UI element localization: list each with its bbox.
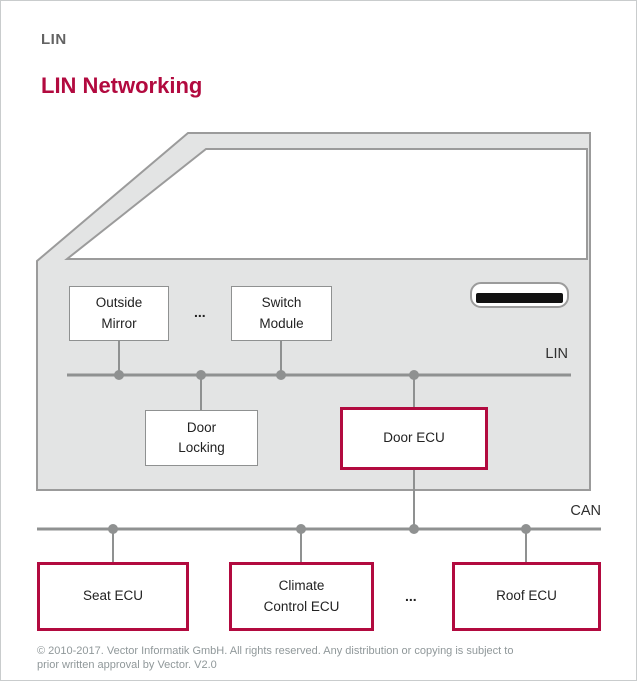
node-switch-module-label: Switch Module	[259, 295, 304, 331]
node-outside-mirror-label: Outside Mirror	[95, 295, 143, 331]
door-handle-bar	[476, 293, 563, 303]
can-bus-label: CAN	[570, 503, 601, 519]
node-seat-ecu: Seat ECU	[37, 562, 189, 631]
lin-junction-dot	[276, 370, 286, 380]
node-door-locking-label: Door Locking	[178, 419, 225, 455]
can-junction-dot	[409, 524, 419, 534]
copyright-line-1: © 2010-2017. Vector Informatik GmbH. All…	[37, 645, 514, 657]
door-window	[64, 148, 588, 260]
lin-bus-label: LIN	[545, 346, 568, 362]
eyebrow-label: LIN	[41, 31, 67, 48]
lin-junction-dot	[409, 370, 419, 380]
lin-ellipsis: ...	[194, 304, 206, 320]
copyright-line-2: prior written approval by Vector. V2.0	[37, 659, 217, 671]
can-junction-dot	[108, 524, 118, 534]
node-door-ecu: Door ECU	[340, 407, 488, 470]
node-switch-module: Switch Module	[231, 286, 332, 341]
node-roof-ecu: Roof ECU	[452, 562, 601, 631]
can-junction-dot	[296, 524, 306, 534]
node-climate-control-ecu: Climate Control ECU	[229, 562, 374, 631]
node-door-ecu-label: Door ECU	[383, 430, 445, 446]
page-title: LIN Networking	[41, 73, 203, 98]
can-ellipsis: ...	[405, 588, 417, 604]
lin-junction-dot	[114, 370, 124, 380]
can-junction-dot	[521, 524, 531, 534]
node-outside-mirror: Outside Mirror	[69, 286, 169, 341]
node-roof-ecu-label: Roof ECU	[496, 588, 557, 604]
copyright-notice: © 2010-2017. Vector Informatik GmbH. All…	[37, 644, 617, 672]
node-climate-control-ecu-label: Climate Control ECU	[263, 578, 340, 614]
node-seat-ecu-label: Seat ECU	[82, 588, 144, 604]
node-door-locking: Door Locking	[145, 410, 258, 466]
lin-junction-dot	[196, 370, 206, 380]
